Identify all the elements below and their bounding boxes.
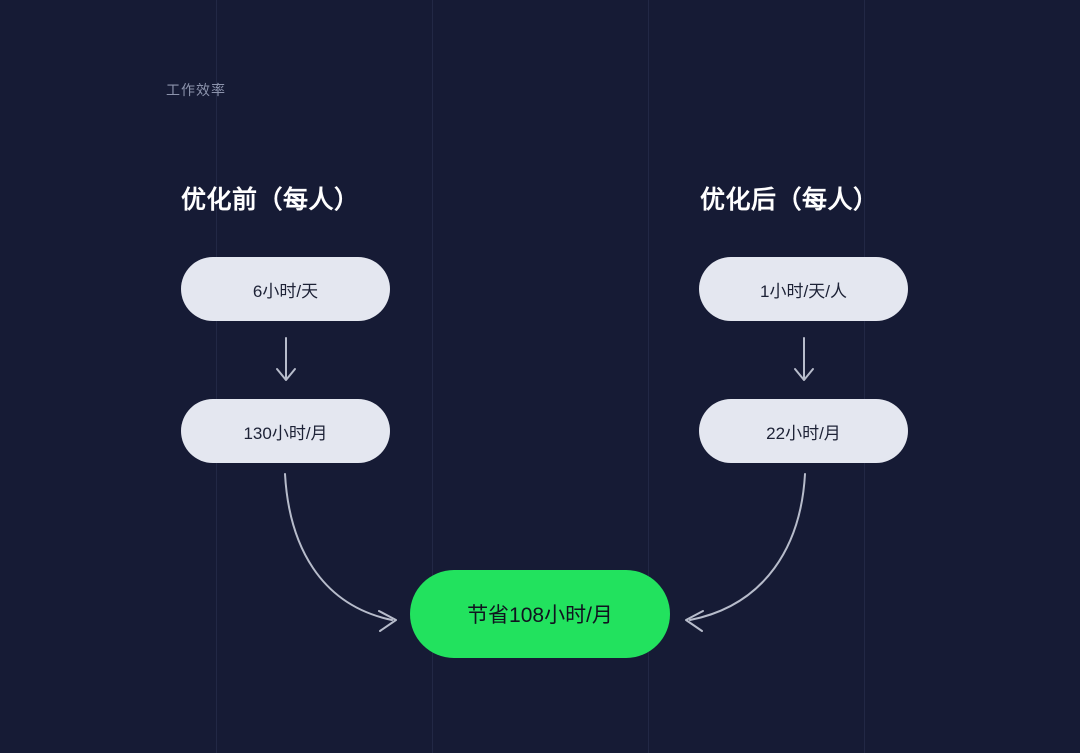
column-heading-after: 优化后（每人） [700, 186, 879, 214]
node-after-monthly: 22小时/月 [699, 399, 908, 463]
column-heading-before: 优化前（每人） [181, 186, 360, 214]
node-before-monthly: 130小时/月 [181, 399, 390, 463]
node-savings-result: 节省108小时/月 [410, 570, 670, 658]
node-before-daily: 6小时/天 [181, 257, 390, 321]
page-caption: 工作效率 [166, 82, 226, 98]
node-after-daily: 1小时/天/人 [699, 257, 908, 321]
